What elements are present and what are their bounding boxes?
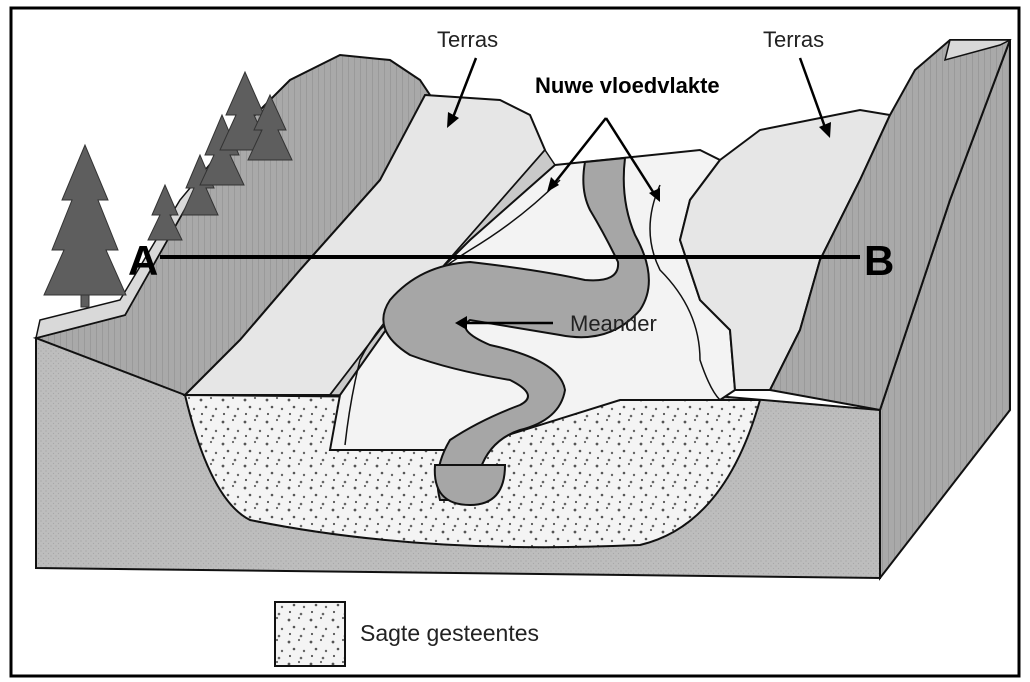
label-terrace-right: Terras xyxy=(763,27,824,53)
label-terrace-left: Terras xyxy=(437,27,498,53)
label-new-floodplain: Nuwe vloedvlakte xyxy=(535,73,720,99)
legend-soft-rock-swatch xyxy=(275,602,345,666)
tree-trunk xyxy=(81,295,89,307)
label-meander: Meander xyxy=(570,311,657,337)
label-point-a: A xyxy=(128,237,158,285)
legend-soft-rock-label: Sagte gesteentes xyxy=(360,620,539,647)
label-point-b: B xyxy=(864,237,894,285)
